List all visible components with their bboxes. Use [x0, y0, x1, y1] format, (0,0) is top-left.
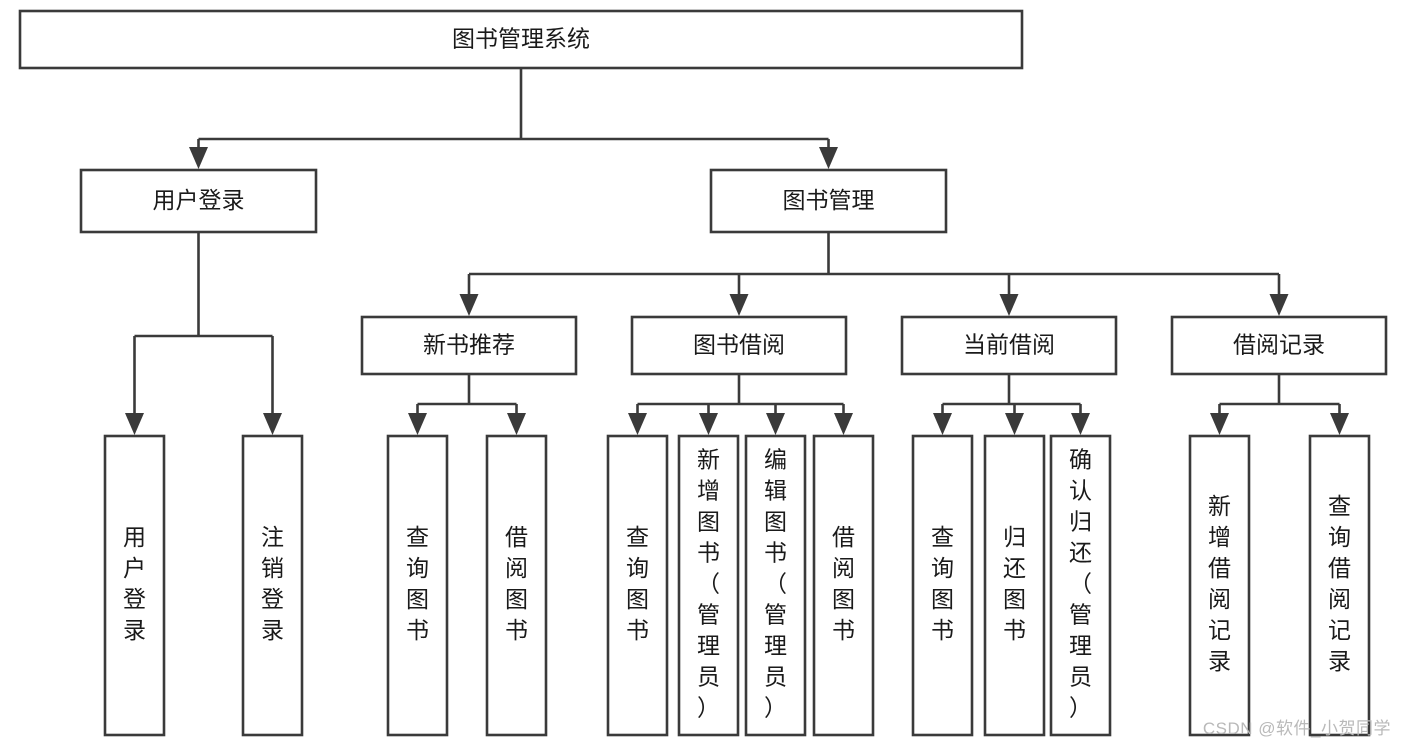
node-box-leaf-confirm-return-admin: [1049, 434, 1112, 737]
node-leaf-query-book-borrow[interactable]: 查询图书: [606, 434, 669, 737]
connector-layer: [125, 68, 1349, 435]
arrow-head-icon: [999, 294, 1019, 316]
node-box-leaf-return-book: [983, 434, 1046, 737]
connector-group-book-manage: [459, 232, 1289, 316]
node-leaf-edit-book-admin[interactable]: 编辑图书（管理员）: [744, 434, 807, 737]
node-box-current-borrow: [900, 315, 1118, 376]
connector-group-borrow-record: [1210, 374, 1349, 435]
arrow-head-icon: [1071, 413, 1090, 435]
node-box-leaf-query-borrow-record: [1308, 434, 1371, 737]
node-leaf-query-book-rec[interactable]: 查询图书: [386, 434, 449, 737]
node-current-borrow[interactable]: 当前借阅: [900, 315, 1118, 376]
node-label-leaf-borrow-book-rec: 借阅图书: [505, 524, 528, 643]
node-layer: 图书管理系统用户登录图书管理新书推荐图书借阅当前借阅借阅记录用户登录注销登录查询…: [18, 9, 1388, 737]
node-box-leaf-borrow-book-borrow: [812, 434, 875, 737]
node-box-borrow-record: [1170, 315, 1388, 376]
node-label-user-login: 用户登录: [153, 187, 245, 213]
arrow-head-icon: [408, 413, 427, 435]
node-leaf-borrow-book-rec[interactable]: 借阅图书: [485, 434, 548, 737]
arrow-head-icon: [459, 294, 479, 316]
node-label-leaf-user-login: 用户登录: [123, 524, 146, 643]
node-leaf-user-login[interactable]: 用户登录: [103, 434, 166, 737]
node-label-current-borrow: 当前借阅: [963, 332, 1055, 358]
arrow-head-icon: [766, 413, 785, 435]
node-label-leaf-edit-book-admin: 编辑图书（管理员）: [764, 447, 787, 721]
node-label-leaf-query-borrow-record: 查询借阅记录: [1328, 493, 1351, 674]
arrow-head-icon: [1005, 413, 1024, 435]
node-box-leaf-user-login: [103, 434, 166, 737]
connector-group-current-borrow: [933, 374, 1090, 435]
node-box-leaf-query-book-rec: [386, 434, 449, 737]
node-box-leaf-query-book-borrow: [606, 434, 669, 737]
connector-group-user-login: [125, 232, 282, 435]
node-label-book-manage: 图书管理: [783, 187, 875, 213]
arrow-head-icon: [125, 413, 144, 435]
node-box-leaf-logout-login: [241, 434, 304, 737]
node-label-leaf-query-book-current: 查询图书: [931, 524, 954, 643]
node-label-leaf-logout-login: 注销登录: [261, 524, 284, 643]
node-user-login[interactable]: 用户登录: [79, 168, 318, 234]
node-box-root: [18, 9, 1024, 70]
arrow-head-icon: [834, 413, 853, 435]
node-label-leaf-query-book-rec: 查询图书: [406, 524, 429, 643]
node-label-new-book-recommend: 新书推荐: [423, 332, 515, 358]
connector-group-new-book-recommend: [408, 374, 526, 435]
node-book-manage[interactable]: 图书管理: [709, 168, 948, 234]
node-root[interactable]: 图书管理系统: [18, 9, 1024, 70]
node-box-leaf-borrow-book-rec: [485, 434, 548, 737]
node-leaf-add-borrow-record[interactable]: 新增借阅记录: [1188, 434, 1251, 737]
node-leaf-query-book-current[interactable]: 查询图书: [911, 434, 974, 737]
node-label-borrow-record: 借阅记录: [1233, 332, 1325, 358]
node-leaf-confirm-return-admin[interactable]: 确认归还（管理员）: [1049, 434, 1112, 737]
node-leaf-add-book-admin[interactable]: 新增图书（管理员）: [677, 434, 740, 737]
arrow-head-icon: [1330, 413, 1349, 435]
node-box-book-borrow: [630, 315, 848, 376]
node-label-book-borrow: 图书借阅: [693, 332, 785, 358]
arrow-head-icon: [263, 413, 282, 435]
arrow-head-icon: [699, 413, 718, 435]
node-leaf-return-book[interactable]: 归还图书: [983, 434, 1046, 737]
node-label-root: 图书管理系统: [452, 26, 590, 52]
arrow-head-icon: [507, 413, 526, 435]
node-label-leaf-add-book-admin: 新增图书（管理员）: [697, 447, 720, 721]
node-box-leaf-edit-book-admin: [744, 434, 807, 737]
node-leaf-logout-login[interactable]: 注销登录: [241, 434, 304, 737]
node-box-leaf-add-book-admin: [677, 434, 740, 737]
node-box-new-book-recommend: [360, 315, 578, 376]
node-label-leaf-confirm-return-admin: 确认归还（管理员）: [1069, 447, 1092, 721]
arrow-head-icon: [729, 294, 749, 316]
node-label-leaf-query-book-borrow: 查询图书: [626, 524, 649, 643]
node-box-leaf-query-book-current: [911, 434, 974, 737]
node-label-leaf-return-book: 归还图书: [1003, 524, 1026, 643]
node-box-user-login: [79, 168, 318, 234]
arrow-head-icon: [189, 147, 208, 169]
node-borrow-record[interactable]: 借阅记录: [1170, 315, 1388, 376]
node-label-leaf-borrow-book-borrow: 借阅图书: [832, 524, 855, 643]
connector-group-book-borrow: [628, 374, 853, 435]
node-leaf-borrow-book-borrow[interactable]: 借阅图书: [812, 434, 875, 737]
arrow-head-icon: [1269, 294, 1289, 316]
node-box-leaf-add-borrow-record: [1188, 434, 1251, 737]
arrow-head-icon: [628, 413, 647, 435]
node-book-borrow[interactable]: 图书借阅: [630, 315, 848, 376]
node-box-book-manage: [709, 168, 948, 234]
node-label-leaf-add-borrow-record: 新增借阅记录: [1208, 493, 1231, 674]
arrow-head-icon: [1210, 413, 1229, 435]
connector-group-root: [189, 68, 838, 169]
arrow-head-icon: [933, 413, 952, 435]
node-leaf-query-borrow-record[interactable]: 查询借阅记录: [1308, 434, 1371, 737]
arrow-head-icon: [819, 147, 838, 169]
node-new-book-recommend[interactable]: 新书推荐: [360, 315, 578, 376]
